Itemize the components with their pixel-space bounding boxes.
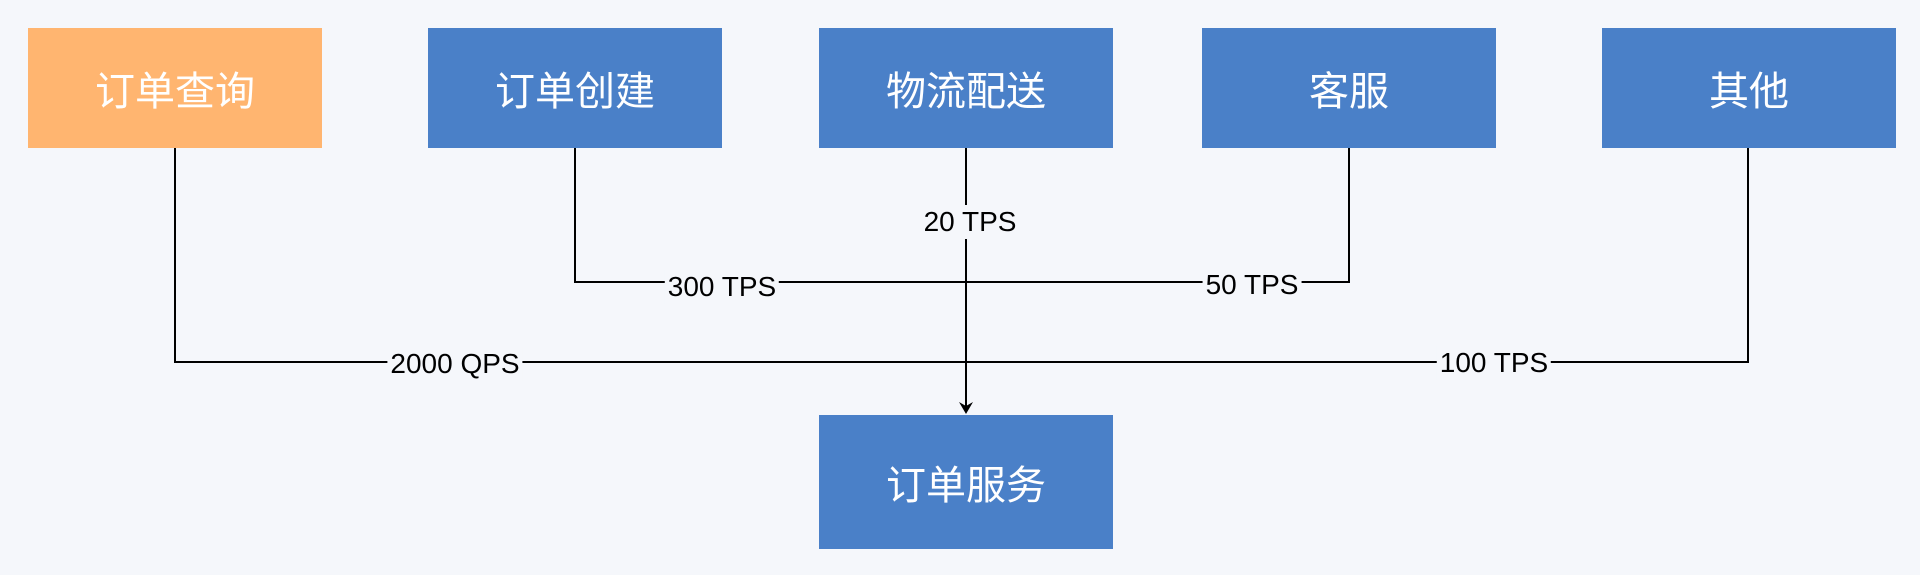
edge-label-order-create: 300 TPS — [664, 270, 780, 304]
edge-label-other: 100 TPS — [1436, 346, 1552, 380]
node-customer-service[interactable]: 客服 — [1202, 28, 1496, 148]
node-customer-service-label: 客服 — [1309, 69, 1389, 115]
node-order-create-label: 订单创建 — [495, 69, 655, 115]
edge-label-customer-service: 50 TPS — [1202, 268, 1302, 302]
node-order-query[interactable]: 订单查询 — [28, 28, 322, 148]
node-other-label: 其他 — [1709, 69, 1789, 115]
edge-order-create — [574, 148, 966, 283]
edge-other — [966, 148, 1749, 363]
node-logistics[interactable]: 物流配送 — [819, 28, 1113, 148]
node-order-create[interactable]: 订单创建 — [428, 28, 722, 148]
node-order-service-label: 订单服务 — [886, 463, 1046, 509]
edge-label-order-query: 2000 QPS — [387, 347, 523, 381]
node-other[interactable]: 其他 — [1602, 28, 1896, 148]
node-logistics-label: 物流配送 — [886, 69, 1046, 115]
node-order-service[interactable]: 订单服务 — [819, 415, 1113, 549]
edge-order-query — [174, 148, 966, 363]
edge-label-logistics: 20 TPS — [920, 205, 1020, 239]
edge-customer-service — [966, 148, 1350, 283]
node-order-query-label: 订单查询 — [95, 69, 255, 115]
